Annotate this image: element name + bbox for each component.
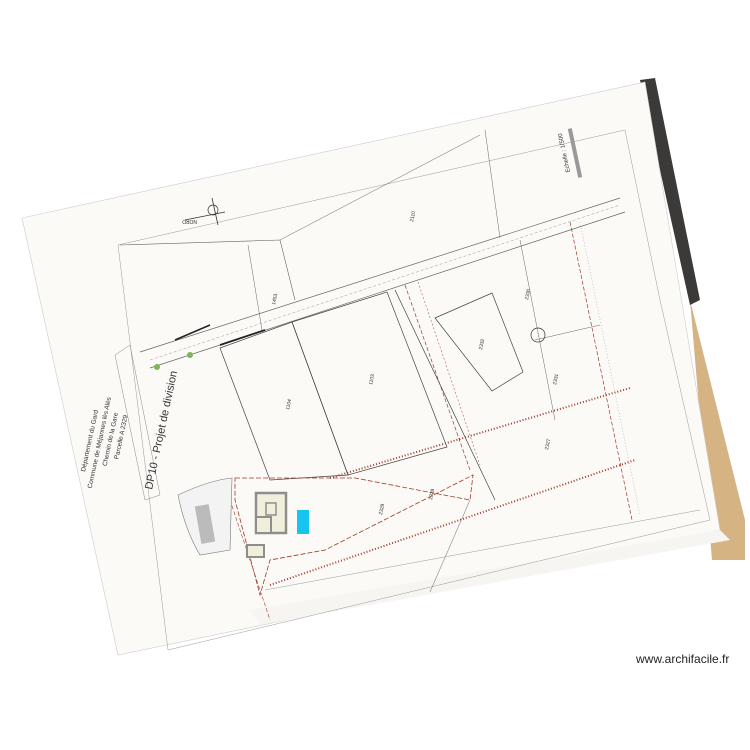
- easement-strip: [404, 284, 471, 471]
- easement-strip: [579, 221, 641, 516]
- parcel-number: 2332: [478, 338, 486, 350]
- house-footprint: [246, 491, 288, 558]
- access-strip: [329, 387, 631, 479]
- frame: [117, 129, 711, 651]
- parcel-boundary: [394, 289, 496, 501]
- road-edge-north: [139, 197, 621, 353]
- tree-icon: [154, 364, 160, 370]
- parcel-number: 2327: [544, 438, 552, 450]
- parcel-2332: [434, 292, 524, 392]
- parcel-boundary: [279, 134, 481, 241]
- parcel-number: 1453: [271, 293, 279, 305]
- parcel-number: 2328: [428, 488, 436, 500]
- tree-icon: [187, 352, 193, 358]
- wall-segment: [174, 324, 211, 341]
- parcel-number: 1104: [285, 398, 293, 410]
- neighbour-hatched: [194, 504, 216, 544]
- access-strip: [269, 459, 636, 586]
- paper-sheet-lower: [250, 530, 730, 625]
- parcel-boundary: [247, 244, 263, 331]
- wall-segment: [219, 329, 266, 346]
- parcel-boundary: [534, 324, 601, 341]
- parcel-2329: [234, 474, 474, 597]
- parcel-number: 2330: [524, 288, 532, 300]
- paper-sheet: [21, 81, 721, 656]
- parcel-1103: [291, 291, 448, 476]
- parcel-boundary: [264, 509, 701, 591]
- parcel-boundary: [229, 499, 271, 621]
- watermark: www.archifacile.fr: [636, 652, 730, 666]
- north-label: NORD: [182, 218, 197, 224]
- parcel-number: 1103: [368, 373, 376, 385]
- road-dashed: [149, 204, 621, 361]
- parcel-number: 2110: [409, 210, 417, 222]
- parcel-number: 2331: [552, 373, 560, 385]
- tree-icon: [530, 327, 546, 343]
- wood-background: [690, 300, 745, 560]
- pool: [297, 510, 309, 534]
- easement-strip: [569, 221, 633, 521]
- parcel-boundary: [519, 239, 556, 421]
- easement-strip: [417, 281, 481, 466]
- parcel-number: 2329: [378, 503, 386, 515]
- north-arrow: NORD: [182, 197, 226, 226]
- parcel-boundary: [429, 499, 471, 593]
- parcel-boundary: [484, 129, 501, 239]
- scan-edge: [640, 78, 700, 305]
